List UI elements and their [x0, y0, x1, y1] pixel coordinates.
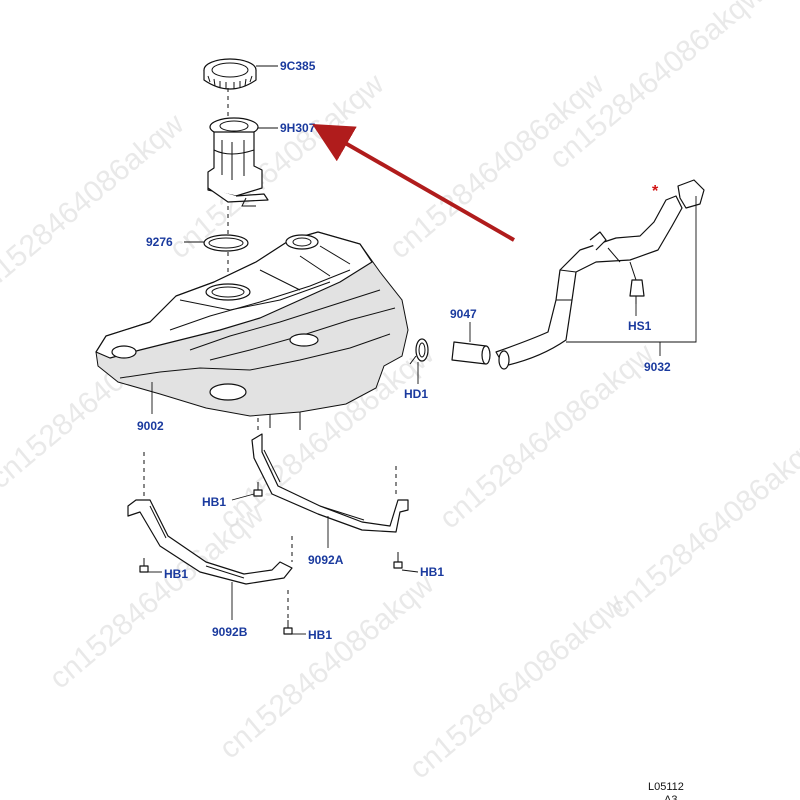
- label-9H307: 9H307: [280, 121, 316, 135]
- filler-pipe-part: [495, 179, 705, 370]
- watermark-text: cn1528464086akqw: [383, 67, 610, 265]
- label-HB1-c: HB1: [420, 565, 444, 579]
- hose-clamp-part: [409, 338, 429, 365]
- label-HB1-a: HB1: [202, 495, 226, 509]
- label-9002: 9002: [137, 419, 164, 433]
- label-9032: 9032: [644, 360, 671, 374]
- watermark-text: cn1528464086akqw: [163, 67, 390, 265]
- watermark-text: cn1528464086akqw: [603, 427, 800, 625]
- bolt-hb1-part: [139, 558, 149, 573]
- reference-subcode: A3: [664, 794, 677, 800]
- label-HB1-b: HB1: [164, 567, 188, 581]
- note-asterisk: *: [652, 183, 659, 200]
- fuel-tank-part: [95, 231, 409, 430]
- label-HS1: HS1: [628, 319, 652, 333]
- lock-ring-part: [203, 58, 257, 90]
- watermark-text: cn1528464086akqw: [0, 107, 190, 305]
- bolt-hb1-part: [393, 552, 403, 569]
- label-9092B: 9092B: [212, 625, 248, 639]
- tank-strap-b-part: [127, 499, 293, 585]
- watermark-text: cn1528464086akqw: [433, 337, 660, 535]
- filler-hose-part: [451, 341, 491, 365]
- bolt-hb1-part: [253, 482, 263, 497]
- tank-strap-a-part: [251, 433, 409, 533]
- label-9047: 9047: [450, 307, 477, 321]
- label-HB1-d: HB1: [308, 628, 332, 642]
- highlight-arrow: [312, 124, 515, 242]
- label-9C385: 9C385: [280, 59, 316, 73]
- bolt-hb1-part: [283, 620, 293, 635]
- fuel-pump-module-part: [207, 117, 269, 207]
- watermark-text: cn1528464086akqw: [213, 567, 440, 765]
- label-9276: 9276: [146, 235, 173, 249]
- watermark-text: cn1528464086akqw: [403, 587, 630, 785]
- reference-code: L05112: [648, 781, 684, 793]
- label-HD1: HD1: [404, 387, 428, 401]
- label-9092A: 9092A: [308, 553, 344, 567]
- seal-part: [203, 234, 249, 252]
